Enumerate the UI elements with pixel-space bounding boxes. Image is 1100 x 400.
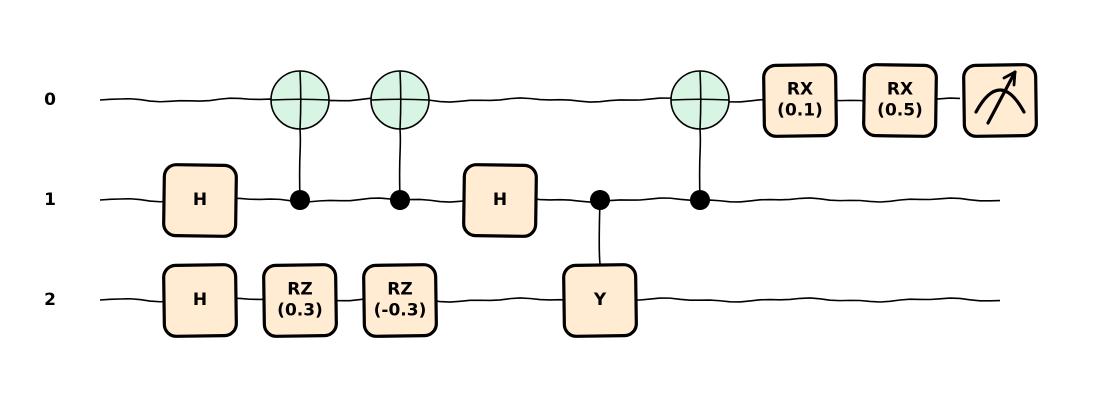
- gate-box: [862, 63, 938, 138]
- target-plus-vertical: [399, 70, 402, 130]
- gate-box: [462, 163, 538, 238]
- gate-label: RX: [787, 80, 813, 100]
- wire-2: [99, 297, 1001, 303]
- gate-rz0.3-wire-2: RZ(0.3): [262, 263, 338, 338]
- gate-label: RZ: [287, 280, 312, 300]
- target-plus-vertical: [299, 70, 302, 130]
- gate-label: (-0.3): [374, 301, 427, 321]
- meter-arc-icon: [974, 88, 1026, 114]
- control-line: [298, 128, 302, 201]
- gate-label: RX: [887, 80, 913, 100]
- gate-label: H: [493, 190, 507, 210]
- control-dot: [690, 190, 710, 210]
- gate-label: (0.3): [277, 301, 323, 321]
- control-dot: [590, 190, 610, 210]
- gate-label: Y: [593, 290, 607, 310]
- cnot-gate-step-2: [370, 70, 430, 210]
- gate-h-wire-1: H: [462, 163, 538, 238]
- gate-rx0.5-wire-0: RX(0.5): [862, 63, 938, 138]
- control-dot: [290, 190, 310, 210]
- gate-box: [562, 263, 638, 338]
- cnot-gate-step-5: [670, 70, 730, 210]
- gate-rz-0.3-wire-2: RZ(-0.3): [362, 263, 438, 338]
- gate-h-wire-1: H: [162, 163, 238, 238]
- meter-arrowhead-icon: [1002, 70, 1017, 87]
- gate-label: H: [193, 290, 207, 310]
- gate-box: [162, 263, 238, 338]
- gate-box: [162, 163, 238, 238]
- wire-label-2: 2: [44, 290, 56, 310]
- control-line: [398, 128, 402, 201]
- gate-label: H: [193, 190, 207, 210]
- gate-rx0.1-wire-0: RX(0.1): [762, 63, 838, 138]
- gate-y-wire-2: Y: [562, 263, 638, 338]
- control-line: [698, 128, 702, 201]
- wire-labels: 0 1 2: [44, 90, 56, 310]
- gate-label: (0.5): [877, 101, 923, 121]
- measurement-gate: [962, 63, 1038, 138]
- meter-needle-icon: [986, 70, 1017, 125]
- wire-label-1: 1: [44, 190, 56, 210]
- gate-box: [362, 263, 438, 338]
- gate-label: (0.1): [777, 101, 823, 121]
- gate-box: [262, 263, 338, 338]
- gate-box: [762, 63, 838, 138]
- gate-label: RZ: [387, 280, 412, 300]
- wire-label-0: 0: [44, 90, 56, 110]
- control-dot: [390, 190, 410, 210]
- cnot-gate-step-1: [270, 70, 330, 210]
- wire-1: [99, 197, 1001, 203]
- gate-h-wire-2: H: [162, 263, 238, 338]
- target-plus-vertical: [699, 70, 702, 130]
- controlled-gate-step-4: Y: [562, 190, 638, 338]
